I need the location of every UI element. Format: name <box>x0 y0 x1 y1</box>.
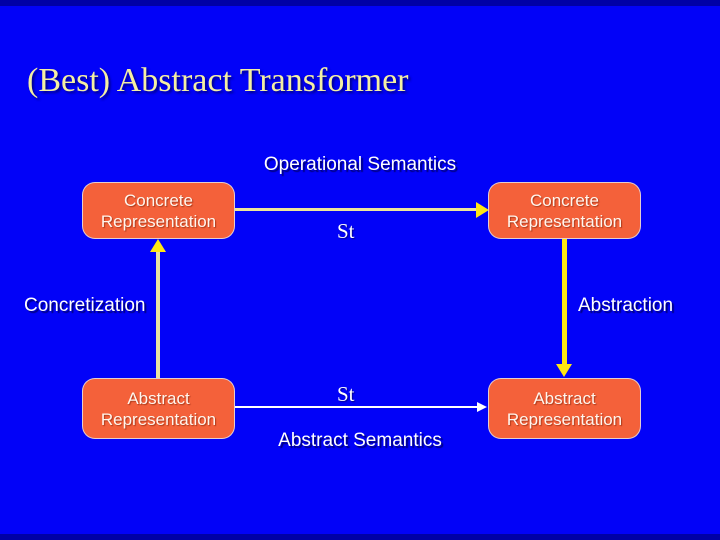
concrete-representation-box-top-left: Concrete Representation <box>82 182 235 239</box>
node-text-line: Abstract <box>533 388 596 408</box>
node-text-line: Representation <box>100 211 217 231</box>
node-text-line: Concrete <box>124 190 193 210</box>
node-text-line: Abstract <box>127 388 190 408</box>
operational-semantics-arrow-line <box>235 208 477 211</box>
top-edge-strip <box>0 0 720 6</box>
concrete-representation-box-top-right: Concrete Representation <box>488 182 641 239</box>
st-label-bottom: St <box>337 382 355 406</box>
abstract-representation-box-bottom-left: Abstract Representation <box>82 378 235 439</box>
node-text-line: Representation <box>506 211 623 231</box>
abstract-representation-box-bottom-right: Abstract Representation <box>488 378 641 439</box>
arrow-down-icon <box>556 364 572 377</box>
st-label-top: St <box>337 219 355 243</box>
arrow-up-icon <box>150 239 166 252</box>
node-text-line: Concrete <box>530 190 599 210</box>
arrow-right-icon <box>476 202 489 218</box>
abstract-semantics-label: Abstract Semantics <box>278 430 442 451</box>
abstraction-arrow-line <box>562 239 567 365</box>
concretization-label: Concretization <box>24 295 146 316</box>
abstraction-label: Abstraction <box>578 295 674 316</box>
arrow-right-white-icon <box>477 402 487 412</box>
bottom-edge-strip <box>0 534 720 540</box>
node-text-line: Representation <box>506 409 623 429</box>
operational-semantics-label: Operational Semantics <box>263 154 457 175</box>
abstract-semantics-arrow-line <box>235 406 478 408</box>
slide-title: (Best) Abstract Transformer <box>27 62 409 99</box>
node-text-line: Representation <box>100 409 217 429</box>
concretization-arrow-line <box>156 251 160 378</box>
